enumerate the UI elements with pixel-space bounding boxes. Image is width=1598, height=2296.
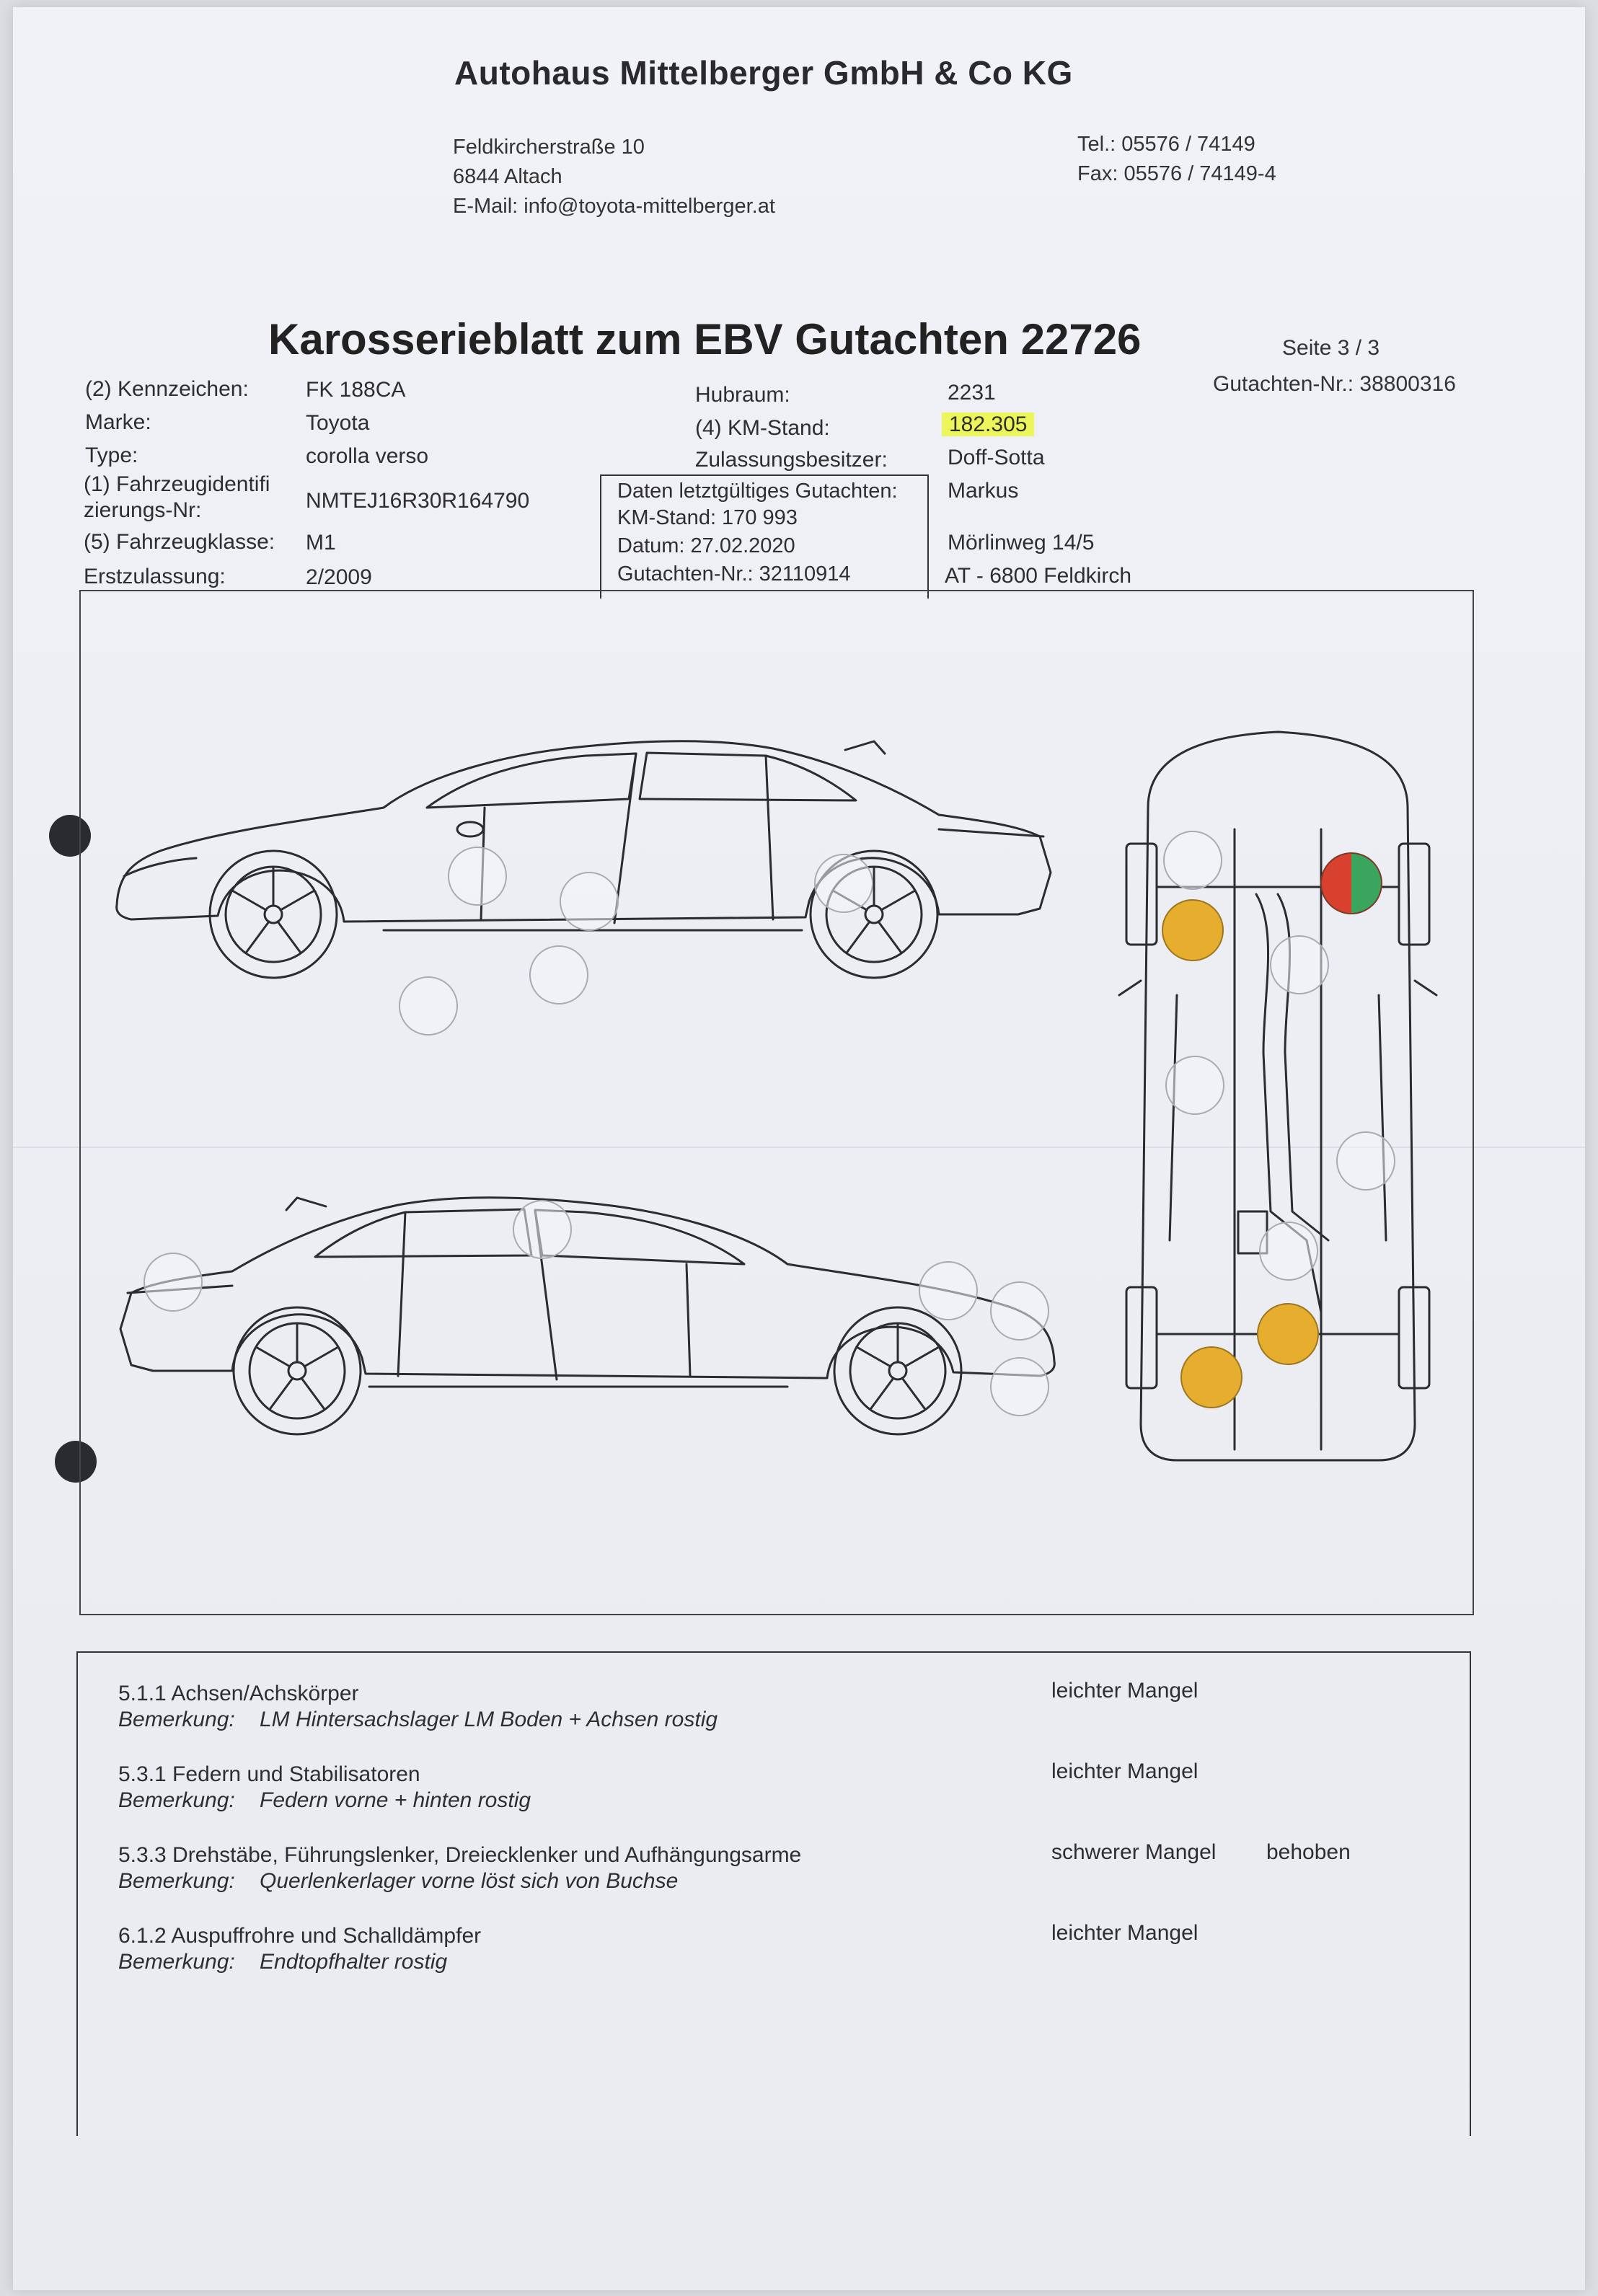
defect-3-code: 5.3.3 Drehstäbe, Führungslenker, Dreieck… — [118, 1843, 802, 1867]
punch-hole-top — [49, 815, 91, 857]
defect-4-remark-text: Endtopfhalter rostig — [260, 1950, 448, 1974]
marker-empty — [513, 1200, 572, 1259]
defect-4-remark: Bemerkung: Endtopfhalter rostig — [118, 1950, 447, 1974]
company-contact: Tel.: 05576 / 74149 Fax: 05576 / 74149-4 — [1077, 130, 1276, 189]
defect-2-remark-text: Federn vorne + hinten rostig — [260, 1788, 531, 1812]
previous-report-number: Gutachten-Nr.: 32110914 — [617, 562, 851, 586]
document-title: Karosserieblatt zum EBV Gutachten 22726 — [268, 315, 1142, 363]
vehicle-damage-diagram — [79, 590, 1474, 1615]
label-klasse: (5) Fahrzeugklasse: — [84, 530, 275, 554]
label-fin-line1: (1) Fahrzeugidentifi — [84, 472, 270, 496]
defect-2-remark: Bemerkung: Federn vorne + hinten rostig — [118, 1788, 531, 1813]
marker-minor-rear-left — [1180, 1346, 1242, 1408]
previous-report-heading: Daten letztgültiges Gutachten: — [617, 480, 898, 503]
marker-empty — [448, 847, 507, 906]
marker-empty — [144, 1253, 203, 1312]
value-kennzeichen: FK 188CA — [306, 378, 406, 402]
value-owner-line2: Markus — [948, 479, 1019, 503]
marker-minor-rear-right — [1257, 1303, 1319, 1365]
defect-3-remark-text: Querlenkerlager vorne löst sich von Buch… — [260, 1869, 679, 1893]
company-street: Feldkircherstraße 10 — [453, 136, 645, 159]
punch-hole-bottom — [55, 1441, 97, 1483]
marker-empty — [560, 872, 619, 931]
label-fin: (1) Fahrzeugidentifi zierungs-Nr: — [84, 472, 270, 524]
defect-2-remark-label: Bemerkung: — [118, 1788, 235, 1812]
company-tel: Tel.: 05576 / 74149 — [1077, 133, 1255, 156]
defect-list: 5.1.1 Achsen/Achskörper Bemerkung: LM Hin… — [76, 1651, 1471, 2136]
company-address: Feldkircherstraße 10 6844 Altach E-Mail:… — [453, 133, 775, 221]
marker-empty — [1270, 935, 1329, 994]
label-fin-line2: zierungs-Nr: — [84, 498, 202, 522]
defect-1-remark: Bemerkung: LM Hintersachslager LM Boden +… — [118, 1708, 718, 1732]
marker-empty — [399, 976, 458, 1036]
vehicle-outline-drawing — [115, 730, 1438, 1462]
defect-1-remark-text: LM Hintersachslager LM Boden + Achsen ro… — [260, 1708, 718, 1731]
page-number: Seite 3 / 3 — [1282, 336, 1380, 360]
value-km: 182.305 — [942, 412, 1035, 437]
previous-report-box: Daten letztgültiges Gutachten: KM-Stand:… — [600, 474, 929, 599]
defect-3-remark-label: Bemerkung: — [118, 1869, 235, 1893]
value-owner-street: Mörlinweg 14/5 — [948, 531, 1095, 555]
marker-empty — [1163, 831, 1222, 890]
label-type: Type: — [85, 443, 138, 467]
paper-fold — [13, 1147, 1585, 1148]
marker-minor-front-left — [1162, 899, 1224, 961]
report-number: Gutachten-Nr.: 38800316 — [1213, 372, 1456, 396]
defect-3-remark: Bemerkung: Querlenkerlager vorne löst sic… — [118, 1869, 678, 1894]
value-hubraum: 2231 — [948, 381, 996, 405]
marker-empty — [990, 1281, 1049, 1341]
value-klasse: M1 — [306, 531, 336, 555]
previous-report-date: Datum: 27.02.2020 — [617, 534, 795, 557]
company-email: E-Mail: info@toyota-mittelberger.at — [453, 195, 775, 218]
previous-report-km: KM-Stand: 170 993 — [617, 506, 798, 529]
document-page — [13, 7, 1585, 2290]
defect-4-code: 6.1.2 Auspuffrohre und Schalldämpfer — [118, 1924, 482, 1948]
value-owner-line1: Doff-Sotta — [948, 446, 1045, 469]
defect-2-severity: leichter Mangel — [1051, 1759, 1198, 1783]
damage-markers — [144, 831, 1395, 1416]
value-marke: Toyota — [306, 411, 370, 435]
marker-mixed-front-right — [1320, 852, 1382, 914]
company-fax: Fax: 05576 / 74149-4 — [1077, 162, 1276, 185]
label-owner: Zulassungsbesitzer: — [695, 448, 888, 472]
defect-1-code: 5.1.1 Achsen/Achskörper — [118, 1682, 359, 1705]
marker-empty — [919, 1261, 978, 1320]
value-owner-city: AT - 6800 Feldkirch — [945, 564, 1131, 588]
defect-1-remark-label: Bemerkung: — [118, 1708, 235, 1731]
defect-3-severity: schwerer Mangel — [1051, 1840, 1217, 1864]
value-fin: NMTEJ16R30R164790 — [306, 489, 530, 513]
label-hubraum: Hubraum: — [695, 383, 790, 407]
company-name: Autohaus Mittelberger GmbH & Co KG — [454, 54, 1073, 92]
label-km: (4) KM-Stand: — [695, 416, 830, 440]
defect-3-status: behoben — [1266, 1840, 1351, 1864]
car-side-view-left — [115, 740, 1052, 979]
marker-empty — [1165, 1056, 1224, 1115]
km-highlight: 182.305 — [942, 412, 1035, 436]
marker-empty — [990, 1357, 1049, 1416]
defect-1-severity: leichter Mangel — [1051, 1679, 1198, 1703]
label-marke: Marke: — [85, 410, 151, 434]
value-erstzulassung: 2/2009 — [306, 565, 372, 589]
defect-2-code: 5.3.1 Federn und Stabilisatoren — [118, 1762, 420, 1786]
marker-empty — [1259, 1222, 1318, 1281]
marker-empty — [529, 945, 588, 1004]
label-erstzulassung: Erstzulassung: — [84, 565, 226, 588]
defect-4-severity: leichter Mangel — [1051, 1921, 1198, 1945]
car-side-view-right — [119, 1196, 1056, 1436]
company-city: 6844 Altach — [453, 165, 562, 188]
defect-4-remark-label: Bemerkung: — [118, 1950, 235, 1974]
marker-empty — [814, 854, 873, 913]
marker-empty — [1336, 1131, 1395, 1191]
value-type: corolla verso — [306, 444, 429, 468]
minor-defect-markers — [1162, 899, 1319, 1408]
label-kennzeichen: (2) Kennzeichen: — [85, 377, 249, 401]
